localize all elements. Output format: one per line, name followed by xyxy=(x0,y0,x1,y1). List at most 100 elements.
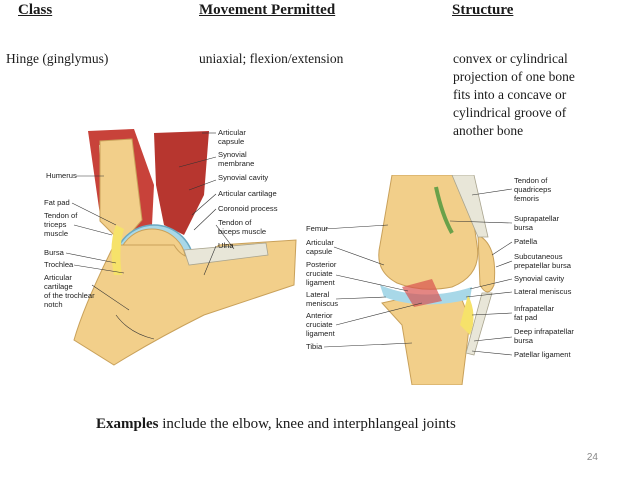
label-quadriceps: quadriceps xyxy=(514,185,551,194)
label-membrane: membrane xyxy=(218,159,254,168)
label-capsule: capsule xyxy=(218,137,244,146)
label-infrapatellar: Infrapatellar xyxy=(514,304,555,313)
label-subcutaneous: Subcutaneous xyxy=(514,252,563,261)
knee-left-labels: Femur Articular capsule Posterior crucia… xyxy=(306,224,423,351)
label-bursa: Bursa xyxy=(44,248,65,257)
knee-joint-diagram: Femur Articular capsule Posterior crucia… xyxy=(306,175,574,385)
label-biceps-muscle: biceps muscle xyxy=(218,227,266,236)
articular-cartilage-line xyxy=(115,314,155,340)
leader-line xyxy=(323,224,389,230)
leader-line xyxy=(471,312,513,316)
examples-bold: Examples xyxy=(96,416,159,432)
leader-line xyxy=(335,302,423,326)
elbow-right-labels: Articular capsule Synovial membrane Syno… xyxy=(178,128,278,276)
biceps-tendon xyxy=(183,242,269,266)
page-number: 24 xyxy=(586,452,598,463)
structure-line: projection of one bone xyxy=(453,69,575,84)
structure-line: cylindrical groove of xyxy=(453,105,567,120)
label-humerus: Humerus xyxy=(46,171,77,180)
label-trochlea: Trochlea xyxy=(44,260,74,269)
examples-caption: Examples include the elbow, knee and int… xyxy=(96,416,456,433)
ulna-bone xyxy=(73,239,297,366)
label-bursa: bursa xyxy=(514,336,534,345)
label-lateral: Lateral xyxy=(306,290,330,299)
leader-line xyxy=(71,202,117,226)
label-ligament: ligament xyxy=(306,329,336,338)
label-femoris: femoris xyxy=(514,194,539,203)
leader-line xyxy=(473,336,513,342)
knee-right-labels: Tendon of quadriceps femoris Suprapatell… xyxy=(449,176,574,359)
movement-value: uniaxial; flexion/extension xyxy=(199,51,344,66)
leader-line xyxy=(73,224,113,236)
leader-line xyxy=(449,220,513,224)
infrapatellar-fat-pad xyxy=(460,295,474,335)
leader-line xyxy=(323,342,413,348)
class-value: Hinge (ginglymus) xyxy=(6,51,109,66)
label-notch: notch xyxy=(44,300,63,309)
structure-value: convex or cylindrical projection of one … xyxy=(453,50,575,140)
label-tendon-of-triceps: Tendon of xyxy=(44,211,78,220)
label-muscle: muscle xyxy=(44,229,68,238)
quadriceps-tendon xyxy=(451,175,489,238)
label-cruciate: cruciate xyxy=(306,269,333,278)
label-ulna: Ulna xyxy=(218,241,234,250)
label-capsule: capsule xyxy=(306,247,332,256)
leader-line xyxy=(73,264,125,274)
header-structure: Structure xyxy=(452,2,514,18)
label-tendon-of: Tendon of xyxy=(514,176,548,185)
label-anterior: Anterior xyxy=(306,311,333,320)
label-femur: Femur xyxy=(306,224,328,233)
label-articular: Articular xyxy=(44,273,72,282)
patella xyxy=(477,234,496,293)
leader-line xyxy=(491,241,513,256)
elbow-left-labels: Humerus Fat pad Tendon of triceps muscle… xyxy=(44,171,130,311)
leader-line xyxy=(91,284,130,311)
label-suprapatellar: Suprapatellar xyxy=(514,214,560,223)
leader-line xyxy=(471,350,513,356)
leader-line xyxy=(193,208,217,231)
label-patellar-ligament: Patellar ligament xyxy=(514,350,571,359)
leader-line xyxy=(178,156,217,168)
patellar-ligament xyxy=(465,292,493,356)
structure-line: convex or cylindrical xyxy=(453,51,568,66)
cruciate-ligaments xyxy=(402,279,442,307)
leader-line xyxy=(203,245,217,276)
label-cartilage: cartilage xyxy=(44,282,73,291)
tibia-bone xyxy=(381,296,471,385)
leader-line xyxy=(215,224,235,250)
label-fat-pad: fat pad xyxy=(514,313,537,322)
label-tendon-of: Tendon of xyxy=(218,218,252,227)
leader-line xyxy=(495,260,513,268)
header-class: Class xyxy=(18,2,53,18)
label-deep-infrapatellar: Deep infrapatellar xyxy=(514,327,574,336)
label-coronoid-process: Coronoid process xyxy=(218,204,278,213)
label-triceps: triceps xyxy=(44,220,67,229)
label-tibia: Tibia xyxy=(306,342,323,351)
label-fat-pad: Fat pad xyxy=(44,198,70,207)
leader-line xyxy=(335,274,409,292)
label-of-the-trochlear: of the trochlear xyxy=(44,291,95,300)
label-ligament: ligament xyxy=(306,278,336,287)
label-meniscus: meniscus xyxy=(306,299,338,308)
leader-line xyxy=(469,278,513,290)
leader-line xyxy=(471,188,513,196)
leader-line xyxy=(335,296,387,300)
label-prepatellar-bursa: prepatellar bursa xyxy=(514,261,572,270)
label-cruciate: cruciate xyxy=(306,320,333,329)
leader-line xyxy=(333,246,385,266)
examples-text: include the elbow, knee and interphlange… xyxy=(158,416,456,432)
elbow-joint-diagram: Articular capsule Synovial membrane Syno… xyxy=(44,128,297,366)
leader-line xyxy=(188,179,217,191)
header-movement: Movement Permitted xyxy=(199,2,336,18)
label-bursa: bursa xyxy=(514,223,534,232)
structure-line: fits into a concave or xyxy=(453,87,567,102)
forearm-muscle xyxy=(154,131,209,235)
leader-line xyxy=(465,291,513,298)
suprapatellar-bursa xyxy=(434,186,454,234)
leader-line xyxy=(191,193,217,216)
label-synovial-cavity: Synovial cavity xyxy=(514,274,564,283)
label-articular: Articular xyxy=(306,238,334,247)
label-patella: Patella xyxy=(514,237,538,246)
label-articular: Articular xyxy=(218,128,246,137)
label-synovial: Synovial xyxy=(218,150,247,159)
